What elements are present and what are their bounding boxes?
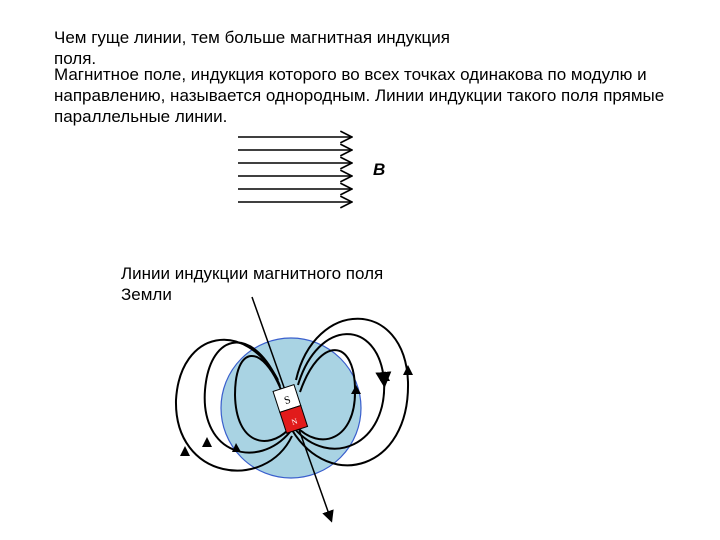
field-direction-arrows bbox=[180, 365, 413, 456]
earth-field-caption: Линии индукции магнитного поля Земли bbox=[121, 264, 384, 304]
arrow-head bbox=[403, 365, 413, 375]
bar-magnet: S N bbox=[272, 383, 309, 434]
arrow-head bbox=[351, 385, 361, 394]
arrow-head bbox=[180, 446, 190, 456]
magnet-south-label: S bbox=[283, 394, 293, 407]
field-loop-left-2 bbox=[203, 341, 291, 454]
uniform-field-definition-text: Магнитное поле, индукция которого во все… bbox=[54, 65, 665, 126]
field-loop-right-3 bbox=[291, 317, 410, 467]
earth-field-diagram: S N bbox=[174, 296, 413, 523]
arrow-head bbox=[232, 443, 241, 452]
field-loop-left-1 bbox=[233, 355, 289, 442]
arrow-head bbox=[380, 371, 390, 381]
arrow-head bbox=[202, 437, 212, 447]
magnet-north-pole bbox=[279, 404, 309, 434]
field-loop-left-3 bbox=[174, 338, 293, 472]
vector-b-label: B bbox=[373, 160, 386, 179]
density-note-text: Чем гуще линии, тем больше магнитная инд… bbox=[54, 28, 450, 68]
earth-field-lines bbox=[174, 317, 410, 472]
magnet-north-label: N bbox=[290, 417, 298, 427]
uniform-field-lines bbox=[238, 137, 352, 202]
